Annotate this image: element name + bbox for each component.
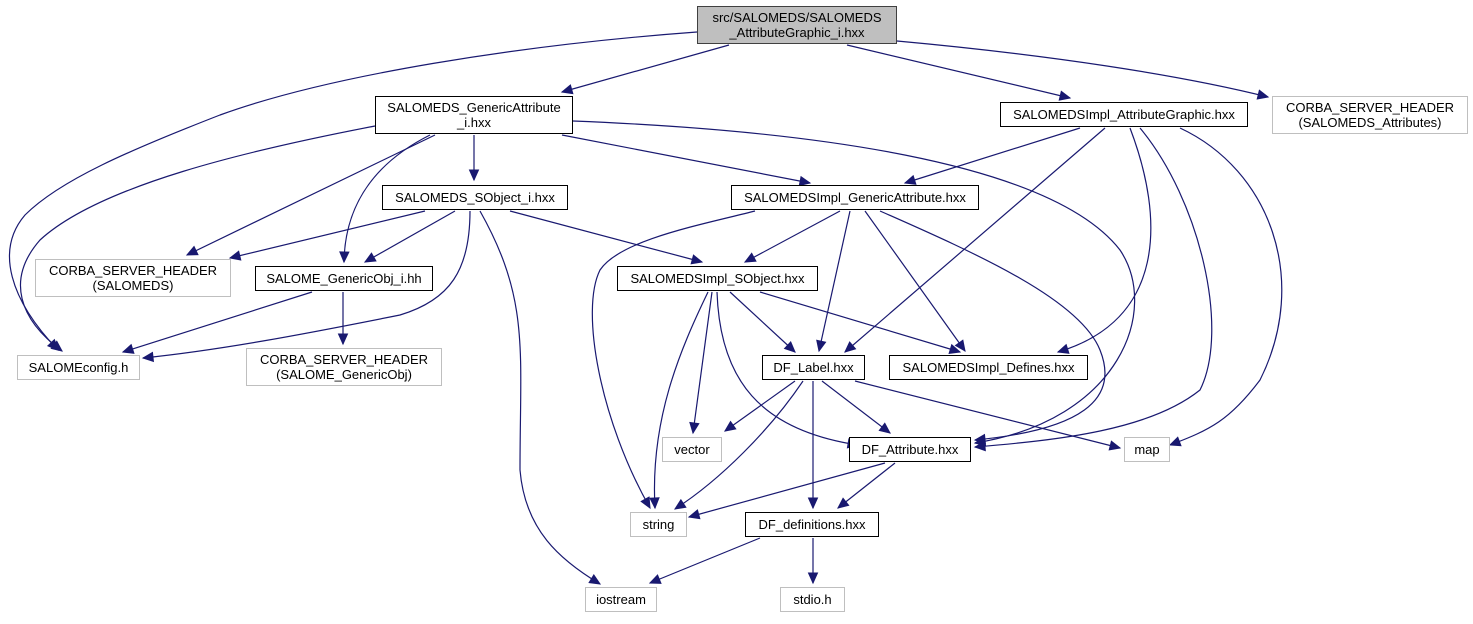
arrowhead-impl_attr_graphic-to-impl_generic_attr (903, 174, 917, 185)
arrowhead-sobject_i-to-salome_config (141, 351, 154, 363)
edge-root-to-salome_config (9, 31, 698, 351)
node-vector[interactable]: vector (662, 437, 722, 462)
arrowhead-impl_sobject-to-df_label (783, 341, 796, 353)
arrowhead-df_label-to-string (673, 498, 687, 510)
edge-impl_sobject-to-string (653, 291, 709, 509)
arrowhead-sobject_i-to-impl_sobject (690, 254, 704, 265)
arrowhead-impl_attr_graphic-to-df_attribute (973, 440, 986, 452)
arrowhead-impl_generic_attr-to-df_attribute (973, 433, 986, 445)
arrowhead-root-to-impl_attr_graphic (1058, 90, 1072, 101)
edge-impl_sobject-to-df_attribute (716, 291, 859, 446)
node-df-definitions[interactable]: DF_definitions.hxx (745, 512, 879, 537)
arrowhead-impl_sobject-to-impl_defines (948, 343, 962, 355)
edge-sobject_i-to-corba_salomeds (229, 210, 426, 259)
arrowhead-df_definitions-to-iostream (648, 574, 662, 584)
node-impl-attr-graphic[interactable]: SALOMEDSImpl_AttributeGraphic.hxx (1000, 102, 1248, 127)
arrowhead-sobject_i-to-generic_obj_i (363, 252, 377, 263)
arrowhead-impl_attr_graphic-to-df_label (844, 341, 857, 353)
edge-df_label-to-string (674, 380, 804, 510)
arrowhead-df_label-to-df_attribute (878, 422, 891, 434)
arrowhead-generic_attr_i-to-impl_generic_attr (798, 175, 812, 187)
arrowhead-df_attribute-to-string (687, 509, 701, 520)
node-iostream[interactable]: iostream (585, 587, 657, 612)
arrowhead-impl_generic_attr-to-string (640, 496, 651, 510)
arrowhead-df_label-to-df_definitions (807, 497, 819, 510)
arrowhead-generic_attr_i-to-corba_salomeds (185, 245, 199, 256)
arrowhead-sobject_i-to-corba_salomeds (228, 250, 242, 261)
edge-impl_attr_graphic-to-map (1169, 127, 1283, 446)
edge-df_definitions-to-iostream (649, 537, 761, 584)
arrowhead-impl_attr_graphic-to-map (1168, 436, 1182, 447)
node-salome-config[interactable]: SALOMEconfig.h (17, 355, 140, 380)
edge-sobject_i-to-impl_sobject (509, 210, 703, 263)
node-corba-attributes[interactable]: CORBA_SERVER_HEADER (SALOMEDS_Attributes… (1272, 96, 1468, 134)
node-map[interactable]: map (1124, 437, 1170, 462)
arrowhead-impl_generic_attr-to-df_label (816, 339, 827, 353)
edge-sobject_i-to-iostream (479, 210, 601, 585)
edge-impl_generic_attr-to-df_label (818, 210, 851, 352)
arrowhead-generic_attr_i-to-salome_config (50, 340, 63, 352)
arrowhead-sobject_i-to-iostream (588, 574, 602, 585)
node-corba-generic-obj[interactable]: CORBA_SERVER_HEADER (SALOME_GenericObj) (246, 348, 442, 386)
edge-df_label-to-vector (724, 380, 796, 432)
edge-sobject_i-to-generic_obj_i (364, 210, 456, 263)
node-df-attribute[interactable]: DF_Attribute.hxx (849, 437, 971, 462)
arrowhead-generic_obj_i-to-corba_generic_obj (337, 333, 349, 346)
arrowhead-df_attribute-to-df_definitions (837, 497, 850, 509)
edge-generic_attr_i-to-df_attribute (572, 120, 1136, 444)
edge-impl_attr_graphic-to-df_attribute (974, 127, 1213, 448)
node-corba-salomeds[interactable]: CORBA_SERVER_HEADER (SALOMEDS) (35, 259, 231, 297)
arrowhead-impl_sobject-to-string (649, 497, 660, 510)
arrowhead-impl_generic_attr-to-impl_defines (954, 339, 966, 352)
arrowhead-root-to-corba_attributes (1256, 89, 1270, 100)
arrowhead-impl_attr_graphic-to-impl_defines (1056, 343, 1070, 354)
edge-generic_attr_i-to-generic_obj_i (343, 134, 431, 263)
edge-generic_attr_i-to-corba_salomeds (186, 134, 436, 256)
edge-root-to-impl_attr_graphic (846, 44, 1071, 99)
node-root[interactable]: src/SALOMEDS/SALOMEDS _AttributeGraphic_… (697, 6, 897, 44)
node-generic-attr-i[interactable]: SALOMEDS_GenericAttribute _i.hxx (375, 96, 573, 134)
edge-df_label-to-map (854, 380, 1121, 449)
arrowhead-root-to-generic_attr_i (560, 84, 574, 95)
arrowhead-df_label-to-map (1108, 440, 1122, 451)
edge-df_attribute-to-string (688, 462, 886, 518)
node-sobject-i[interactable]: SALOMEDS_SObject_i.hxx (382, 185, 568, 210)
edge-impl_generic_attr-to-df_attribute (879, 210, 1106, 441)
arrowhead-impl_generic_attr-to-impl_sobject (743, 252, 757, 263)
node-generic-obj-i[interactable]: SALOME_GenericObj_i.hh (255, 266, 433, 291)
node-stdio[interactable]: stdio.h (780, 587, 845, 612)
edge-impl_attr_graphic-to-df_label (844, 127, 1106, 353)
arrowhead-df_label-to-vector (724, 420, 737, 432)
edge-impl_attr_graphic-to-impl_defines (1057, 127, 1152, 353)
edge-impl_generic_attr-to-impl_defines (864, 210, 966, 352)
node-impl-defines[interactable]: SALOMEDSImpl_Defines.hxx (889, 355, 1088, 380)
edge-impl_generic_attr-to-impl_sobject (744, 210, 841, 263)
edge-root-to-generic_attr_i (561, 44, 730, 93)
node-impl-generic-attr[interactable]: SALOMEDSImpl_GenericAttribute.hxx (731, 185, 979, 210)
edge-impl_generic_attr-to-string (591, 210, 756, 509)
edge-df_label-to-df_attribute (821, 380, 891, 434)
arrowhead-generic_attr_i-to-generic_obj_i (339, 251, 350, 264)
edge-impl_attr_graphic-to-impl_generic_attr (904, 127, 1081, 184)
edge-root-to-corba_attributes (896, 40, 1269, 98)
arrowhead-generic_attr_i-to-sobject_i (468, 169, 480, 182)
edge-generic_attr_i-to-impl_generic_attr (561, 134, 811, 184)
arrowhead-impl_sobject-to-vector (689, 421, 700, 435)
arrowhead-df_definitions-to-stdio (807, 572, 819, 585)
edge-generic_obj_i-to-salome_config (122, 291, 313, 353)
edge-df_attribute-to-df_definitions (837, 462, 896, 509)
edge-impl_sobject-to-vector (692, 291, 713, 434)
node-df-label[interactable]: DF_Label.hxx (762, 355, 865, 380)
arrowhead-generic_obj_i-to-salome_config (121, 343, 135, 354)
edge-impl_sobject-to-df_label (729, 291, 796, 353)
edge-impl_sobject-to-impl_defines (759, 291, 961, 353)
edge-generic_attr_i-to-salome_config (19, 125, 376, 352)
node-impl-sobject[interactable]: SALOMEDSImpl_SObject.hxx (617, 266, 818, 291)
node-string[interactable]: string (630, 512, 687, 537)
edge-sobject_i-to-salome_config (142, 210, 471, 359)
